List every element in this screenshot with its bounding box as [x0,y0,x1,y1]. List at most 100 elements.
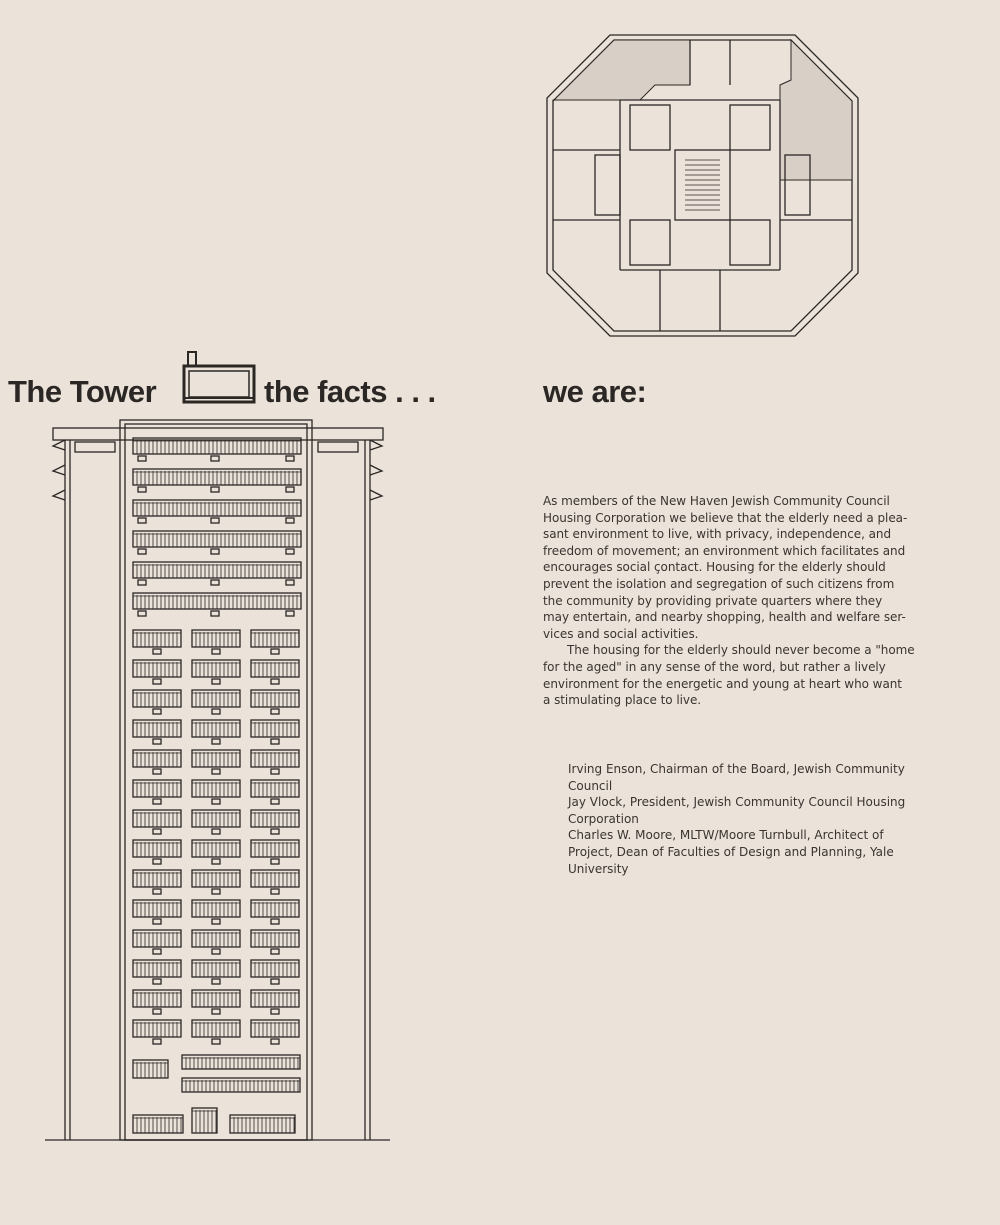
paragraph2-line: environment for the energetic and young … [543,676,902,691]
window [137,548,147,555]
fin-left [51,439,66,451]
tower-top-icon [182,351,256,404]
signatory-line: Council [568,778,613,793]
signatory-line: Irving Enson, Chairman of the Board, Jew… [568,762,905,776]
window [285,455,295,462]
fin-right [369,464,384,476]
balcony [229,1114,296,1134]
paragraph1-line: encourages social çontact. Housing for t… [543,560,886,575]
window [285,610,295,617]
paragraph1-line: freedom of movement; an environment whic… [543,543,906,558]
window [152,1008,162,1015]
balcony [181,1054,301,1070]
window [211,1008,221,1015]
window [285,548,295,555]
window [152,798,162,805]
fin-right [369,439,384,451]
roof-slab [52,427,384,441]
plan-room [629,219,671,266]
window [152,858,162,865]
window [285,486,295,493]
window [137,455,147,462]
window [152,978,162,985]
paragraph1-line: As members of the New Haven Jewish Commu… [543,494,890,508]
plan-room [729,104,771,151]
paragraph1-line: prevent the isolation and segregation of… [543,576,895,591]
window [211,1038,221,1045]
signatory-line: Corporation [568,811,639,826]
window [210,517,220,524]
window [270,1038,280,1045]
window [270,918,280,925]
window [270,738,280,745]
window [211,888,221,895]
fin-right [369,489,384,501]
plan-room [729,219,771,266]
heading-the-tower: The Tower [8,374,157,409]
paragraph1-line: the community by providing private quart… [543,593,883,608]
paragraph2-line: for the aged" in any sense of the word, … [543,659,886,674]
window [211,708,221,715]
window [137,517,147,524]
heading-the-facts: the facts . . . [264,374,436,409]
fin-left [51,464,66,476]
paragraph1-line: Housing Corporation we believe that the … [543,510,908,525]
statement-text: As members of the New Haven Jewish Commu… [543,493,915,709]
heading-we-are: we are: [543,374,647,409]
window [270,798,280,805]
window [270,708,280,715]
window [210,610,220,617]
window [211,768,221,775]
window [270,948,280,955]
window [270,678,280,685]
window [270,858,280,865]
balcony [132,1114,184,1134]
window [211,798,221,805]
window [211,948,221,955]
paragraph1-line: may entertain, and nearby shopping, heal… [543,610,906,625]
balcony [191,1107,218,1134]
balcony [181,1077,301,1093]
window [210,579,220,586]
stippled-room [552,39,691,103]
window [285,517,295,524]
window [211,648,221,655]
tower-core-inner [124,423,308,1141]
window [152,828,162,835]
roof-balcony-left [74,441,116,453]
window [270,888,280,895]
signatory-line: Project, Dean of Faculties of Design and… [568,844,894,859]
window [210,455,220,462]
window [270,1008,280,1015]
roof-balcony-right [317,441,359,453]
stippled-room [779,38,853,181]
window [152,648,162,655]
window [270,978,280,985]
balcony [132,1059,169,1079]
window [152,948,162,955]
signatory-line: Charles W. Moore, MLTW/Moore Turnbull, A… [568,828,884,843]
window [211,858,221,865]
window [210,486,220,493]
plan-room [594,154,621,216]
window [211,918,221,925]
signatories-list: Irving Enson, Chairman of the Board, Jew… [568,761,905,877]
floor-plan-drawing [546,34,859,337]
window [211,678,221,685]
window [285,579,295,586]
plan-room [629,104,671,151]
window [137,486,147,493]
window [152,918,162,925]
window [210,548,220,555]
window [211,978,221,985]
signatory-line: Jay Vlock, President, Jewish Community C… [568,795,906,810]
window [152,888,162,895]
window [152,1038,162,1045]
window [270,648,280,655]
plan-room [784,154,811,216]
plan-room [674,149,731,221]
paragraph1-line: vices and social activities. [543,626,699,641]
window [152,738,162,745]
window [270,828,280,835]
window [152,768,162,775]
